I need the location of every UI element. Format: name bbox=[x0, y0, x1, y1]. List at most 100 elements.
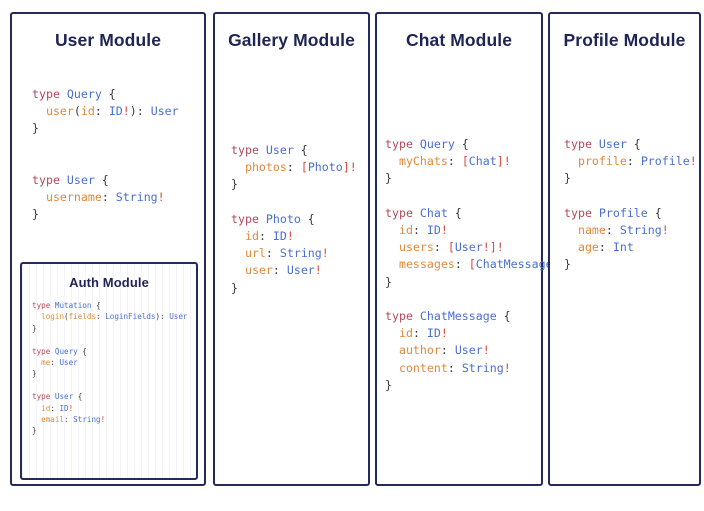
code-token-type: ChatMessage bbox=[475, 257, 553, 272]
code-token-bang: ! bbox=[503, 360, 511, 375]
code-token-type: LoginFields bbox=[105, 312, 156, 322]
code-token-pun: } bbox=[32, 207, 39, 222]
code-line bbox=[564, 188, 697, 205]
code-token-type: Photo bbox=[265, 211, 301, 226]
code-token-fld: id bbox=[41, 403, 51, 413]
code-line: } bbox=[564, 170, 697, 187]
code-line: type Photo { bbox=[231, 211, 357, 228]
module-card-gallery[interactable]: Gallery Module type User { photos: [Phot… bbox=[213, 12, 370, 486]
code-token-pun: { bbox=[496, 309, 511, 324]
code-token-pun bbox=[32, 104, 46, 118]
code-token-type: Profile bbox=[640, 154, 690, 169]
code-line: id: ID! bbox=[385, 325, 567, 342]
code-token-type: User bbox=[54, 392, 74, 402]
code-token-pun: } bbox=[32, 426, 37, 436]
code-token-kw: type bbox=[231, 211, 259, 226]
code-token-type: User bbox=[169, 312, 188, 322]
code-token-pun: : bbox=[440, 343, 455, 358]
code-line: user: User! bbox=[231, 262, 357, 279]
code-token-bang: ! bbox=[440, 326, 448, 341]
code-token-brk: ] bbox=[342, 160, 350, 175]
code-token-pun bbox=[564, 240, 578, 254]
code-token-pun bbox=[231, 246, 245, 260]
code-token-brk: ] bbox=[489, 240, 497, 255]
code-token-pun: } bbox=[32, 323, 37, 333]
code-line bbox=[385, 188, 567, 205]
code-token-pun bbox=[413, 137, 420, 151]
code-line: type Query { bbox=[32, 86, 179, 103]
code-token-type: User bbox=[66, 173, 95, 188]
module-title-auth: Auth Module bbox=[69, 275, 149, 290]
code-line: type Profile { bbox=[564, 205, 697, 222]
code-token-bang: ! bbox=[314, 263, 322, 278]
code-block-gallery: type User { photos: [Photo]!} type Photo… bbox=[231, 142, 357, 297]
code-token-pun: { bbox=[647, 205, 662, 220]
code-token-pun: } bbox=[32, 369, 37, 379]
code-line bbox=[32, 380, 188, 391]
code-token-bang: ! bbox=[689, 154, 697, 169]
code-token-kw: type bbox=[385, 309, 413, 324]
code-line: email: String! bbox=[32, 414, 188, 425]
code-token-pun: { bbox=[91, 301, 101, 310]
code-line: } bbox=[32, 206, 179, 223]
code-line bbox=[32, 155, 179, 172]
code-token-fld: name bbox=[577, 223, 606, 238]
module-card-chat[interactable]: Chat Module type Query { myChats: [Chat]… bbox=[375, 12, 567, 486]
code-token-pun bbox=[592, 137, 599, 151]
code-token-type: User bbox=[286, 263, 315, 278]
code-token-bang: ! bbox=[496, 240, 504, 255]
code-line: type Query { bbox=[32, 346, 188, 357]
code-token-pun bbox=[385, 240, 399, 254]
code-token-fld: users bbox=[398, 240, 434, 255]
code-token-pun bbox=[385, 361, 399, 375]
module-title-chat: Chat Module bbox=[405, 30, 513, 50]
code-token-fld: login bbox=[41, 312, 65, 322]
code-token-pun: { bbox=[454, 137, 469, 151]
code-line: id: ID! bbox=[385, 222, 567, 239]
code-token-bang: ! bbox=[503, 154, 511, 169]
module-card-user[interactable]: User Module type Query { user(id: ID!): … bbox=[10, 12, 206, 486]
code-line: type User { bbox=[32, 172, 179, 189]
code-token-pun bbox=[385, 257, 399, 271]
code-token-pun: : bbox=[50, 358, 60, 368]
module-title-profile: Profile Module bbox=[563, 30, 686, 50]
code-token-pun: : bbox=[94, 104, 109, 119]
code-token-pun: : bbox=[447, 154, 462, 169]
code-token-type: User bbox=[150, 104, 179, 119]
code-line: messages: [ChatMessage]! bbox=[385, 256, 567, 273]
code-token-pun: : bbox=[265, 246, 280, 261]
code-line bbox=[32, 334, 188, 345]
code-line: type ChatMessage { bbox=[385, 308, 567, 325]
code-token-fld: id bbox=[398, 326, 413, 341]
code-token-kw: type bbox=[32, 301, 51, 310]
code-line: user(id: ID!): User bbox=[32, 103, 179, 120]
code-token-type: Chat bbox=[419, 205, 448, 220]
module-card-profile[interactable]: Profile Module type User { profile: Prof… bbox=[548, 12, 701, 486]
code-line: me: User bbox=[32, 357, 188, 368]
code-token-pun bbox=[32, 190, 46, 204]
code-line: name: String! bbox=[564, 222, 697, 239]
code-token-bang: ! bbox=[68, 403, 74, 413]
code-token-pun: ( bbox=[64, 312, 69, 322]
code-token-pun bbox=[60, 87, 67, 101]
code-token-type: Query bbox=[66, 87, 102, 101]
code-token-kw: type bbox=[32, 346, 51, 356]
module-card-auth[interactable]: Auth Module type Mutation { login(fields… bbox=[20, 262, 198, 480]
code-token-pun bbox=[231, 160, 245, 174]
code-token-brk: ] bbox=[496, 154, 504, 169]
code-token-type: String bbox=[461, 360, 504, 375]
code-line: users: [User!]! bbox=[385, 239, 567, 256]
code-token-type: User bbox=[265, 143, 294, 157]
code-token-pun bbox=[259, 143, 266, 157]
code-token-pun bbox=[231, 229, 245, 243]
code-token-bang: ! bbox=[482, 343, 490, 358]
code-token-pun bbox=[60, 173, 67, 187]
code-token-pun: { bbox=[77, 346, 87, 356]
code-line: type Query { bbox=[385, 136, 567, 153]
code-line: profile: Profile! bbox=[564, 153, 697, 170]
code-token-pun bbox=[385, 154, 399, 168]
code-token-fld: id bbox=[398, 223, 413, 238]
code-token-pun: } bbox=[385, 274, 392, 289]
code-token-type: ID bbox=[59, 403, 69, 413]
